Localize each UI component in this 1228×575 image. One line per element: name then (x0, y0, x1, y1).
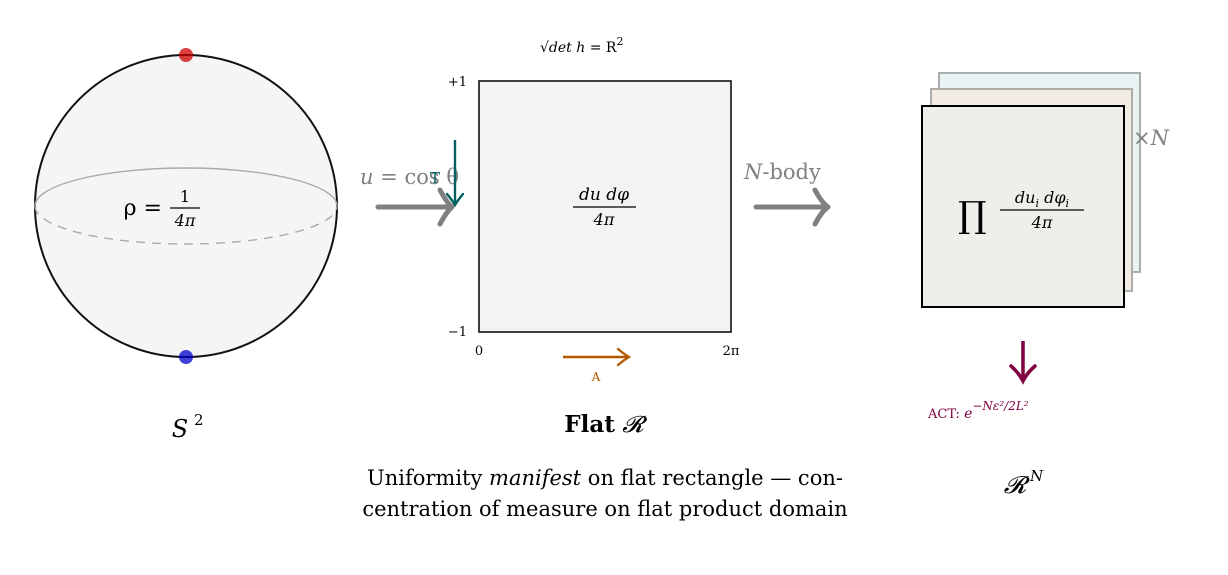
act-label: ACT: e−Nε²/2L² (927, 399, 1029, 422)
caption-emphasis: manifest (489, 466, 582, 490)
a-arrow-head (616, 347, 632, 367)
x-tick-left: 0 (475, 344, 483, 359)
t-arrow-head (445, 192, 465, 208)
product-domain-label: 𝓡 (1004, 471, 1031, 499)
y-tick-bottom: −1 (448, 325, 467, 340)
t-arrow-label: T (430, 169, 440, 187)
sphere-outline (34, 54, 338, 358)
density-label: ρ = (124, 196, 162, 221)
product-measure-denominator: 4π (1031, 213, 1053, 232)
sphere-label-sup: 2 (194, 411, 204, 429)
flat-domain-label: Flat 𝓡 (564, 411, 648, 438)
metric-note: √det h = R2 (540, 35, 623, 56)
caption-text: Uniformity (367, 466, 490, 490)
product-domain-label-sup: N (1029, 467, 1044, 485)
nbody-arrow-head (812, 187, 831, 227)
density-numerator: 1 (180, 187, 190, 206)
sphere-figure: ρ = 1 4π S 2 (34, 48, 338, 443)
equator-front (34, 205, 338, 245)
product-measure-numerator: dui dφi (1015, 188, 1069, 210)
product-symbol: ∏ (958, 195, 987, 236)
nbody-arrow-label: N-body (743, 160, 821, 184)
flat-measure-numerator: du dφ (579, 185, 629, 205)
a-arrow-label: A (591, 370, 601, 384)
y-tick-top: +1 (448, 75, 467, 90)
caption-line-1: Uniformity manifest on flat rectangle — … (300, 463, 910, 494)
equator-back (34, 167, 338, 207)
nbody-arrow: N-body (743, 160, 831, 227)
north-pole-dot (179, 48, 193, 62)
map-arrow-head (437, 187, 455, 227)
product-domain-figure: ∏ dui dφi 4π ×N ACT: e−Nε²/2L² 𝓡 N (921, 72, 1170, 499)
product-layer-front (921, 105, 1125, 308)
south-pole-dot (179, 350, 193, 364)
figure-caption: Uniformity manifest on flat rectangle — … (300, 463, 910, 525)
act-arrow-head (1009, 364, 1037, 385)
caption-line-2: centration of measure on flat product do… (362, 497, 848, 521)
map-arrow: u = cos θ (360, 165, 459, 227)
map-arrow-label: u = cos θ (360, 165, 459, 189)
flat-measure-denominator: 4π (593, 210, 615, 229)
caption-text: on flat rectangle — con- (581, 466, 843, 490)
density-denominator: 4π (174, 211, 196, 230)
x-tick-right: 2π (723, 344, 740, 359)
flat-domain-figure: √det h = R2 +1 −1 0 2π du dφ 4π T A Flat… (430, 35, 740, 438)
times-n-label: ×N (1133, 126, 1170, 150)
sphere-label: S (172, 415, 188, 443)
